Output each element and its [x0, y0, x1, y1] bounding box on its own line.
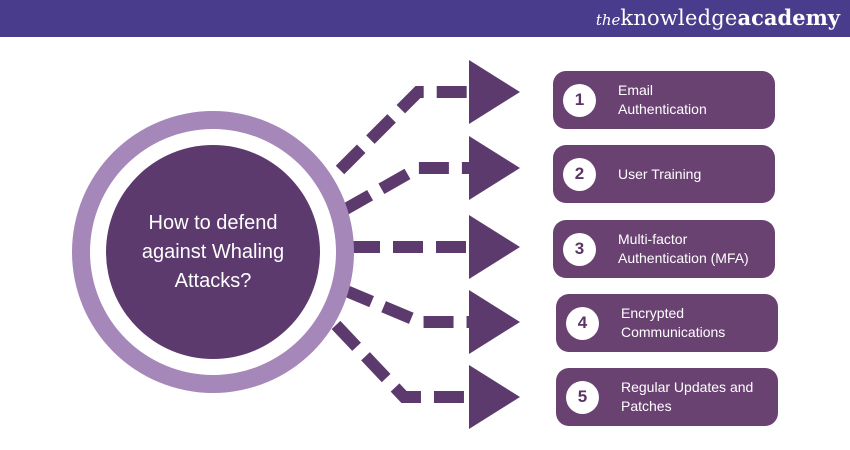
- step-card-3: 3 Multi-factor Authentication (MFA): [553, 220, 775, 278]
- step-label-4: Encrypted Communications: [621, 305, 726, 340]
- step-card-5: 5 Regular Updates and Patches: [556, 368, 778, 426]
- arrowhead-2: [469, 136, 520, 200]
- step-card-4: 4 Encrypted Communications: [556, 294, 778, 352]
- brand-suffix: academy: [737, 5, 840, 30]
- step-label-2: User Training: [618, 165, 702, 182]
- step-card-2: 2 User Training: [553, 145, 775, 203]
- arrow-connector-1: [335, 86, 480, 175]
- step-label-5: Regular Updates and Patches: [621, 379, 754, 414]
- arrowhead-4: [469, 290, 520, 354]
- brand-name: knowledge: [620, 6, 738, 30]
- step-number-2: 2: [563, 157, 596, 191]
- step-number-5: 5: [566, 380, 599, 414]
- hub-circle: How to defend against Whaling Attacks?: [106, 145, 320, 359]
- brand-prefix: the: [595, 11, 621, 29]
- step-label-1: Email Authentication: [618, 82, 707, 117]
- step-number-1: 1: [563, 83, 596, 117]
- step-number-3: 3: [563, 232, 596, 266]
- step-number-4: 4: [566, 306, 599, 340]
- arrowhead-3: [469, 215, 520, 279]
- arrowhead-5: [469, 365, 520, 429]
- arrow-connector-2: [341, 162, 480, 216]
- arrow-connector-5: [331, 320, 480, 403]
- step-card-1: 1 Email Authentication: [553, 71, 775, 129]
- header-bar: theknowledgeacademy: [0, 0, 850, 37]
- step-label-3: Multi-factor Authentication (MFA): [618, 231, 749, 266]
- brand-logo: theknowledgeacademy: [596, 5, 840, 30]
- arrowhead-1: [469, 60, 520, 124]
- hub-title: How to defend against Whaling Attacks?: [141, 211, 285, 292]
- arrow-connector-4: [341, 284, 480, 328]
